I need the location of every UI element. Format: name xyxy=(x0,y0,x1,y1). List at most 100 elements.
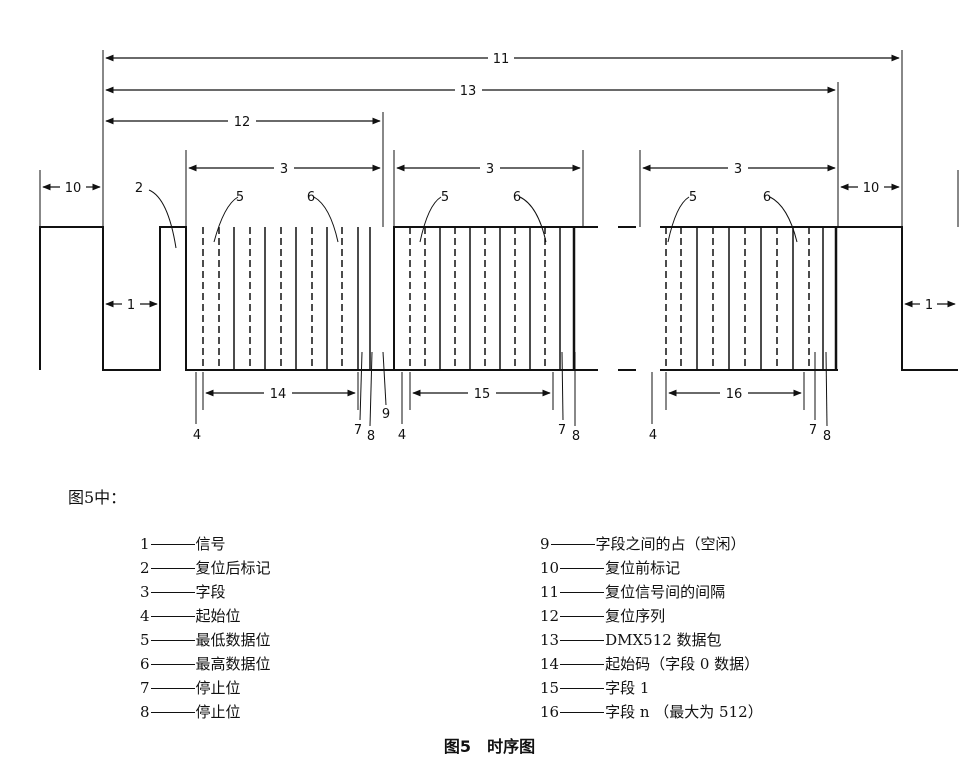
legend-item: 16 字段 n （最大为 512） xyxy=(540,700,763,724)
slot-n-bits xyxy=(665,227,838,370)
caption-intro: 图5中： xyxy=(68,488,127,507)
legend-item: 5 最低数据位 xyxy=(140,628,271,652)
legend-dash xyxy=(150,687,195,689)
legend-dash xyxy=(550,543,595,545)
legend-dash xyxy=(150,663,195,665)
legend-text: 字段 n （最大为 512） xyxy=(605,703,763,721)
legend-number: 16 xyxy=(540,703,560,721)
legend-text: 字段之间的占（空闲） xyxy=(595,535,746,553)
label-1-right: 1 xyxy=(925,298,933,313)
label-11: 11 xyxy=(493,52,510,67)
legend-dash xyxy=(560,639,605,641)
dimension-arrows xyxy=(42,54,956,397)
slot-1-bits xyxy=(409,227,576,370)
label-5-slot1: 5 xyxy=(441,190,449,205)
label-4-slotn: 4 xyxy=(649,428,657,443)
signal-waveform xyxy=(39,226,958,371)
legend-number: 15 xyxy=(540,679,560,697)
legend-number: 13 xyxy=(540,631,560,649)
legend-dash xyxy=(560,663,605,665)
legend-dash xyxy=(560,615,605,617)
legend-text: 最高数据位 xyxy=(195,655,271,673)
label-6-slot0: 6 xyxy=(307,190,315,205)
label-9: 9 xyxy=(382,407,390,422)
legend-text: DMX512 数据包 xyxy=(605,631,722,649)
legend-number: 4 xyxy=(140,607,150,625)
legend-number: 14 xyxy=(540,655,560,673)
legend-item: 4 起始位 xyxy=(140,604,271,628)
label-8-slot0: 8 xyxy=(367,429,375,444)
figure-number: 图5 xyxy=(443,737,472,756)
legend-text: 复位后标记 xyxy=(195,559,271,577)
legend-text: 起始位 xyxy=(195,607,241,625)
legend-item: 8 停止位 xyxy=(140,700,271,724)
legend-item: 13 DMX512 数据包 xyxy=(540,628,763,652)
diagram-labels: 11 13 12 3 3 3 10 10 2 5 6 5 6 5 6 1 1 1… xyxy=(65,52,933,444)
label-6-slot1: 6 xyxy=(513,190,521,205)
legend-dash xyxy=(150,591,195,593)
label-10-right: 10 xyxy=(863,181,880,196)
legend-text: 最低数据位 xyxy=(195,631,271,649)
legend-item: 9 字段之间的占（空闲） xyxy=(540,532,763,556)
legend-dash xyxy=(560,591,605,593)
label-8-slot1: 8 xyxy=(572,429,580,444)
legend-number: 6 xyxy=(140,655,150,673)
label-1-left: 1 xyxy=(127,298,135,313)
legend-number: 12 xyxy=(540,607,560,625)
legend-text: 字段 xyxy=(195,583,226,601)
label-16: 16 xyxy=(726,387,743,402)
bit-lines xyxy=(202,227,838,370)
label-5-slotn: 5 xyxy=(689,190,697,205)
label-5-slot0: 5 xyxy=(236,190,244,205)
label-15: 15 xyxy=(474,387,491,402)
legend-text: 复位信号间的间隔 xyxy=(605,583,726,601)
legend-number: 10 xyxy=(540,559,560,577)
legend-text: 字段 1 xyxy=(605,679,650,697)
label-3-slotn: 3 xyxy=(734,162,742,177)
label-7-slot0: 7 xyxy=(354,423,362,438)
legend-item: 14 起始码（字段 0 数据） xyxy=(540,652,763,676)
label-3-slot0: 3 xyxy=(280,162,288,177)
label-13: 13 xyxy=(460,84,477,99)
legend-number: 9 xyxy=(540,535,550,553)
label-10-left: 10 xyxy=(65,181,82,196)
legend-item: 6 最高数据位 xyxy=(140,652,271,676)
legend-text: 起始码（字段 0 数据） xyxy=(605,655,760,673)
label-3-slot1: 3 xyxy=(486,162,494,177)
legend-right: 9 字段之间的占（空闲） 10 复位前标记 11 复位信号间的间隔 12 复位序列 13… xyxy=(540,532,763,724)
label-4-slot0: 4 xyxy=(193,428,201,443)
legend-dash xyxy=(150,639,195,641)
label-7-slotn: 7 xyxy=(809,423,817,438)
label-4-slot1: 4 xyxy=(398,428,406,443)
legend-text: 复位前标记 xyxy=(605,559,681,577)
legend-number: 11 xyxy=(540,583,560,601)
legend-item: 12 复位序列 xyxy=(540,604,763,628)
legend-number: 2 xyxy=(140,559,150,577)
legend-number: 8 xyxy=(140,703,150,721)
figure-title: 图5 时序图 xyxy=(0,733,979,757)
legend-text: 复位序列 xyxy=(605,607,666,625)
legend-dash xyxy=(560,687,605,689)
legend-item: 2 复位后标记 xyxy=(140,556,271,580)
leader-lines xyxy=(148,189,828,427)
legend-text: 停止位 xyxy=(195,703,241,721)
label-12: 12 xyxy=(234,115,251,130)
legend-dash xyxy=(560,567,605,569)
timing-diagram: 11 13 12 3 3 3 10 10 2 5 6 5 6 5 6 1 1 1… xyxy=(39,50,959,444)
legend-number: 3 xyxy=(140,583,150,601)
legend-number: 5 xyxy=(140,631,150,649)
legend-item: 10 复位前标记 xyxy=(540,556,763,580)
figure-name: 时序图 xyxy=(487,737,536,756)
legend-number: 7 xyxy=(140,679,150,697)
label-7-slot1: 7 xyxy=(558,423,566,438)
legend-dash xyxy=(150,567,195,569)
slot-0-bits xyxy=(202,227,371,370)
label-2: 2 xyxy=(135,181,143,196)
legend-dash xyxy=(560,711,605,713)
label-14: 14 xyxy=(270,387,287,402)
legend-dash xyxy=(150,543,195,545)
legend-number: 1 xyxy=(140,535,150,553)
